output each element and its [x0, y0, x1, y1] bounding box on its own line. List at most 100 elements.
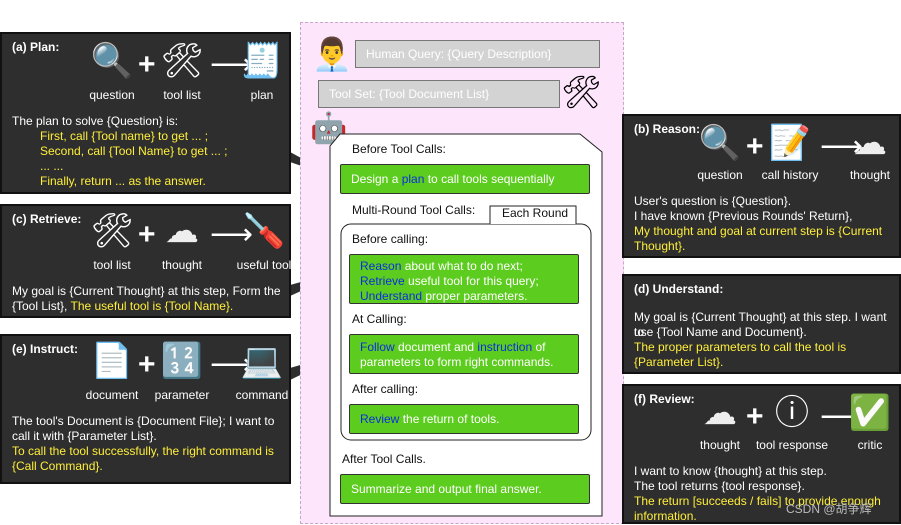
- reason-text: about what to do next;: [401, 259, 523, 273]
- document-icon: 📄: [90, 342, 134, 380]
- tools-icon: 🛠: [561, 74, 602, 110]
- arrow-icon: ⟶: [210, 348, 254, 381]
- caption-tool-response: tool response: [755, 438, 829, 452]
- follow-highlight: Follow: [360, 340, 395, 354]
- summarize-box: Summarize and output final answer.: [340, 474, 590, 504]
- retrieve-text-line-1: My goal is {Current Thought} at this ste…: [12, 284, 281, 298]
- design-plan-post: to call tools sequentially: [424, 172, 555, 186]
- design-plan-highlight: plan: [401, 172, 425, 186]
- person-icon: 👨‍💼: [312, 36, 352, 72]
- caption-thought: thought: [699, 438, 741, 452]
- numbers-icon: 🔢: [160, 342, 204, 380]
- caption-question: question: [89, 88, 135, 102]
- review-return-box: Review the return of tools.: [349, 404, 579, 434]
- after-tool-calls-label: After Tool Calls.: [342, 452, 426, 466]
- caption-call-history: call history: [761, 168, 819, 182]
- tools-icon: 🛠: [90, 212, 134, 250]
- understand-text: proper parameters.: [422, 289, 528, 303]
- caption-plan: plan: [250, 88, 274, 102]
- arrow-icon: ⟶: [210, 48, 254, 81]
- caption-command: command: [235, 388, 289, 402]
- follow-post: of: [532, 340, 546, 354]
- instruct-title: (e) Instruct:: [12, 342, 78, 356]
- before-calling-label: Before calling:: [352, 232, 429, 246]
- caption-thought: thought: [161, 258, 203, 272]
- review-text: the return of tools.: [399, 412, 500, 426]
- reason-highlight: Reason: [360, 259, 402, 273]
- plan-step-3: ... ...: [40, 159, 64, 173]
- instruction-highlight: instruction: [477, 340, 533, 354]
- retrieve-text-line-2: {Tool List}, The useful tool is {Tool Na…: [12, 299, 233, 314]
- magnifier-icon: 🔍: [698, 124, 742, 162]
- caption-parameter: parameter: [154, 388, 210, 402]
- follow-line-2: parameters to form right commands.: [360, 355, 554, 369]
- caption-document: document: [85, 388, 139, 402]
- plan-title: (a) Plan:: [12, 40, 60, 54]
- retrieve-line: Retrieve useful tool for this query;: [360, 274, 568, 289]
- instruct-yellow-2: {Call Command}.: [12, 459, 103, 473]
- understand-text-2: use {Tool Name and Document}.: [634, 325, 807, 339]
- caption-thought: thought: [849, 168, 891, 182]
- retrieve-highlight: Retrieve: [360, 274, 405, 288]
- screwdriver-icon: 🪛: [242, 212, 286, 250]
- receipt-icon: 🧾: [240, 42, 284, 80]
- plus-icon: +: [138, 348, 156, 381]
- magnifier-icon: 🔍: [90, 42, 134, 80]
- after-calling-label: After calling:: [352, 382, 419, 396]
- check-icon: ✅: [848, 394, 892, 432]
- at-calling-label: At Calling:: [352, 312, 407, 326]
- watermark: CSDN @胡争辉: [786, 502, 872, 516]
- plus-icon: +: [746, 400, 764, 433]
- arrow-icon: ⟶: [820, 400, 864, 433]
- caption-tool-list: tool list: [163, 88, 201, 102]
- plan-text-line: The plan to solve {Question} is:: [12, 114, 179, 128]
- reason-text-2: I have known {Previous Rounds' Return},: [634, 209, 853, 223]
- instruct-text-2: call it with {Parameter List}.: [12, 429, 157, 443]
- caption-critic: critic: [857, 438, 883, 452]
- retrieve-title: (c) Retrieve:: [12, 212, 82, 226]
- instruct-yellow-1: To call the tool successfully, the right…: [12, 444, 274, 458]
- plan-step-1: First, call {Tool name} to get ... ;: [40, 129, 209, 143]
- plus-icon: +: [138, 48, 156, 81]
- plan-panel: (a) Plan: 🔍 + 🛠 ⟶ 🧾 question tool list p…: [0, 32, 291, 194]
- plus-icon: +: [138, 218, 156, 251]
- multi-round-label: Multi-Round Tool Calls:: [352, 203, 476, 217]
- design-plan-pre: Design a: [351, 172, 402, 186]
- understand-yellow-1: The proper parameters to call the tool i…: [634, 340, 847, 354]
- arrow-icon: ⟶: [820, 130, 864, 163]
- follow-mid: document and: [394, 340, 478, 354]
- review-panel: (f) Review: ☁ + ⓘ ⟶ ✅ thought tool respo…: [622, 384, 901, 524]
- cloud-icon: ☁: [165, 212, 199, 250]
- follow-line-1: Follow document and instruction of: [360, 340, 568, 355]
- reason-title: (b) Reason:: [634, 122, 700, 136]
- each-round-label: Each Round: [502, 206, 569, 220]
- caption-question: question: [697, 168, 743, 182]
- design-plan-box: Design a plan to call tools sequentially: [340, 164, 590, 194]
- cloud-icon: ☁: [853, 124, 887, 162]
- reason-line: Reason about what to do next;: [360, 259, 568, 274]
- plan-step-2: Second, call {Tool Name} to get ... ;: [40, 144, 228, 158]
- understand-text-1: My goal is {Current Thought} at this ste…: [634, 310, 887, 339]
- instruct-panel: (e) Instruct: 📄 + 🔢 ⟶ 💻 document paramet…: [0, 334, 291, 484]
- before-tool-calls-label: Before Tool Calls:: [352, 142, 446, 156]
- laptop-icon: 💻: [240, 342, 284, 380]
- arrow-icon: ⟶: [210, 218, 254, 251]
- review-text-1: I want to know {thought} at this step.: [634, 464, 827, 478]
- understand-title: (d) Understand:: [634, 282, 724, 296]
- caption-tool-list: tool list: [93, 258, 131, 272]
- human-query-box: Human Query: {Query Description}: [355, 40, 600, 68]
- understand-yellow-2: {Parameter List}.: [634, 355, 724, 369]
- understand-highlight: Understand: [360, 289, 423, 303]
- plan-step-4: Finally, return ... as the answer.: [40, 174, 206, 188]
- review-yellow-1: The return [succeeds / fails] to provide…: [634, 494, 881, 508]
- retrieve-tool-list: {Tool List},: [12, 299, 71, 313]
- plus-icon: +: [746, 130, 764, 163]
- info-icon: ⓘ: [775, 394, 809, 432]
- understand-line: Understand proper parameters.: [360, 289, 568, 304]
- retrieve-panel: (c) Retrieve: 🛠 + ☁ ⟶ 🪛 tool list though…: [0, 204, 291, 318]
- memo-icon: 📝: [768, 124, 812, 162]
- review-text-2: The tool returns {tool response}.: [634, 479, 805, 493]
- cloud-icon: ☁: [703, 394, 737, 432]
- instruct-text-1: The tool's Document is {Document File}; …: [12, 414, 275, 428]
- review-highlight: Review: [360, 412, 400, 426]
